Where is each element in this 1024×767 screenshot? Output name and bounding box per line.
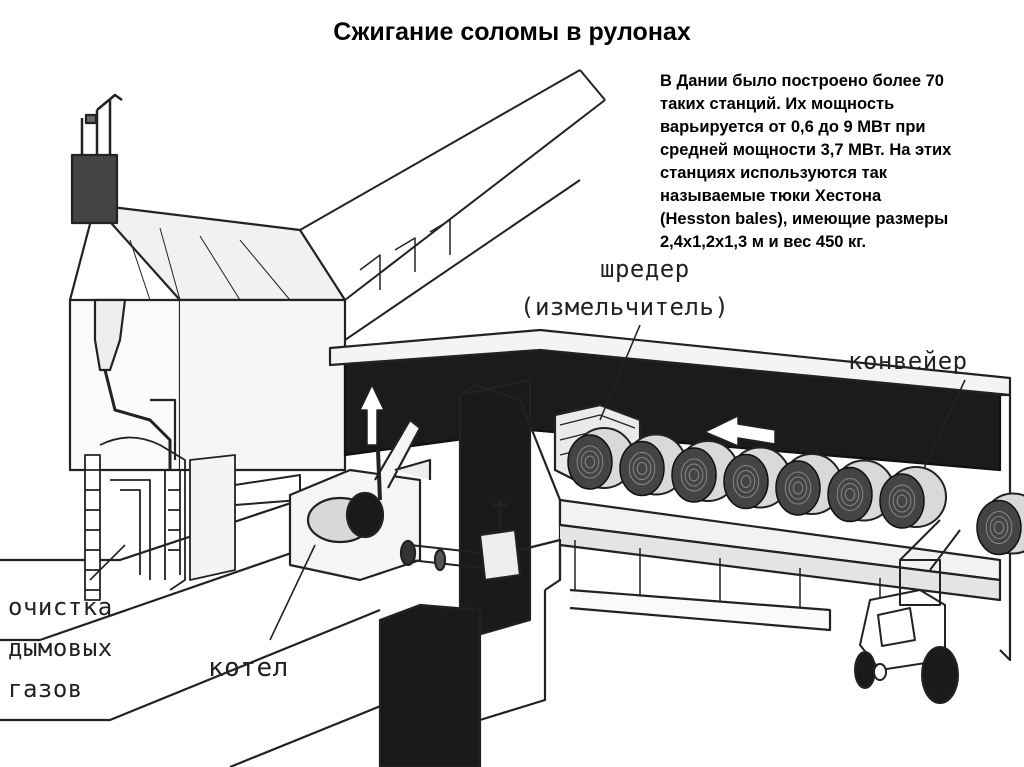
slide-title: Сжигание соломы в рулонах	[333, 18, 691, 46]
label-flue-gas-cleaning: газов	[8, 675, 83, 703]
straw-bale	[976, 492, 1024, 556]
pump	[478, 528, 522, 582]
description-line: 2,4х1,2х1,3 м и вес 450 кг.	[660, 233, 867, 251]
label-flue-gas-cleaning: дымовых	[8, 634, 113, 662]
description-line: средней мощности 3,7 МВт. На этих	[660, 141, 952, 159]
description-line: В Дании было построено более 70	[660, 72, 944, 90]
straw-bale	[619, 433, 687, 497]
straw-bale	[567, 427, 635, 490]
arrow-up-icon	[359, 384, 385, 446]
boiler-unit	[288, 418, 432, 582]
label-shredder: шредер	[600, 255, 690, 283]
straw-bale	[879, 466, 947, 529]
flue-gas-cleaning-unit	[84, 436, 236, 601]
leader-line-shredder	[599, 324, 641, 421]
label-conveyor: конвейер	[848, 347, 968, 375]
label-flue-gas-cleaning: очистка	[8, 593, 113, 621]
leader-line-flue-gas	[89, 544, 126, 581]
boiler-house	[68, 298, 182, 472]
description-line: варьируется от 0,6 до 9 МВт при	[660, 118, 926, 136]
cyclone	[93, 298, 127, 372]
arrow-left-icon	[704, 415, 776, 447]
description-line: (Hesston bales), имеющие размеры	[660, 210, 949, 228]
label-shredder-sub: (измельчитель)	[520, 293, 730, 321]
leader-line-boiler	[269, 544, 316, 641]
straw-bales	[567, 427, 1024, 556]
tractor	[854, 519, 961, 704]
straw-bale	[671, 440, 739, 503]
chimney	[70, 153, 119, 225]
description-line: называемые тюки Хестона	[660, 187, 882, 205]
description-text: В Дании было построено более 70 таких ст…	[660, 70, 1020, 254]
description-line: таких станций. Их мощность	[660, 95, 895, 113]
ground-outline	[0, 478, 421, 767]
description-line: станциях используются так	[660, 164, 888, 182]
straw-bale	[723, 446, 791, 510]
label-boiler: котел	[208, 653, 289, 683]
